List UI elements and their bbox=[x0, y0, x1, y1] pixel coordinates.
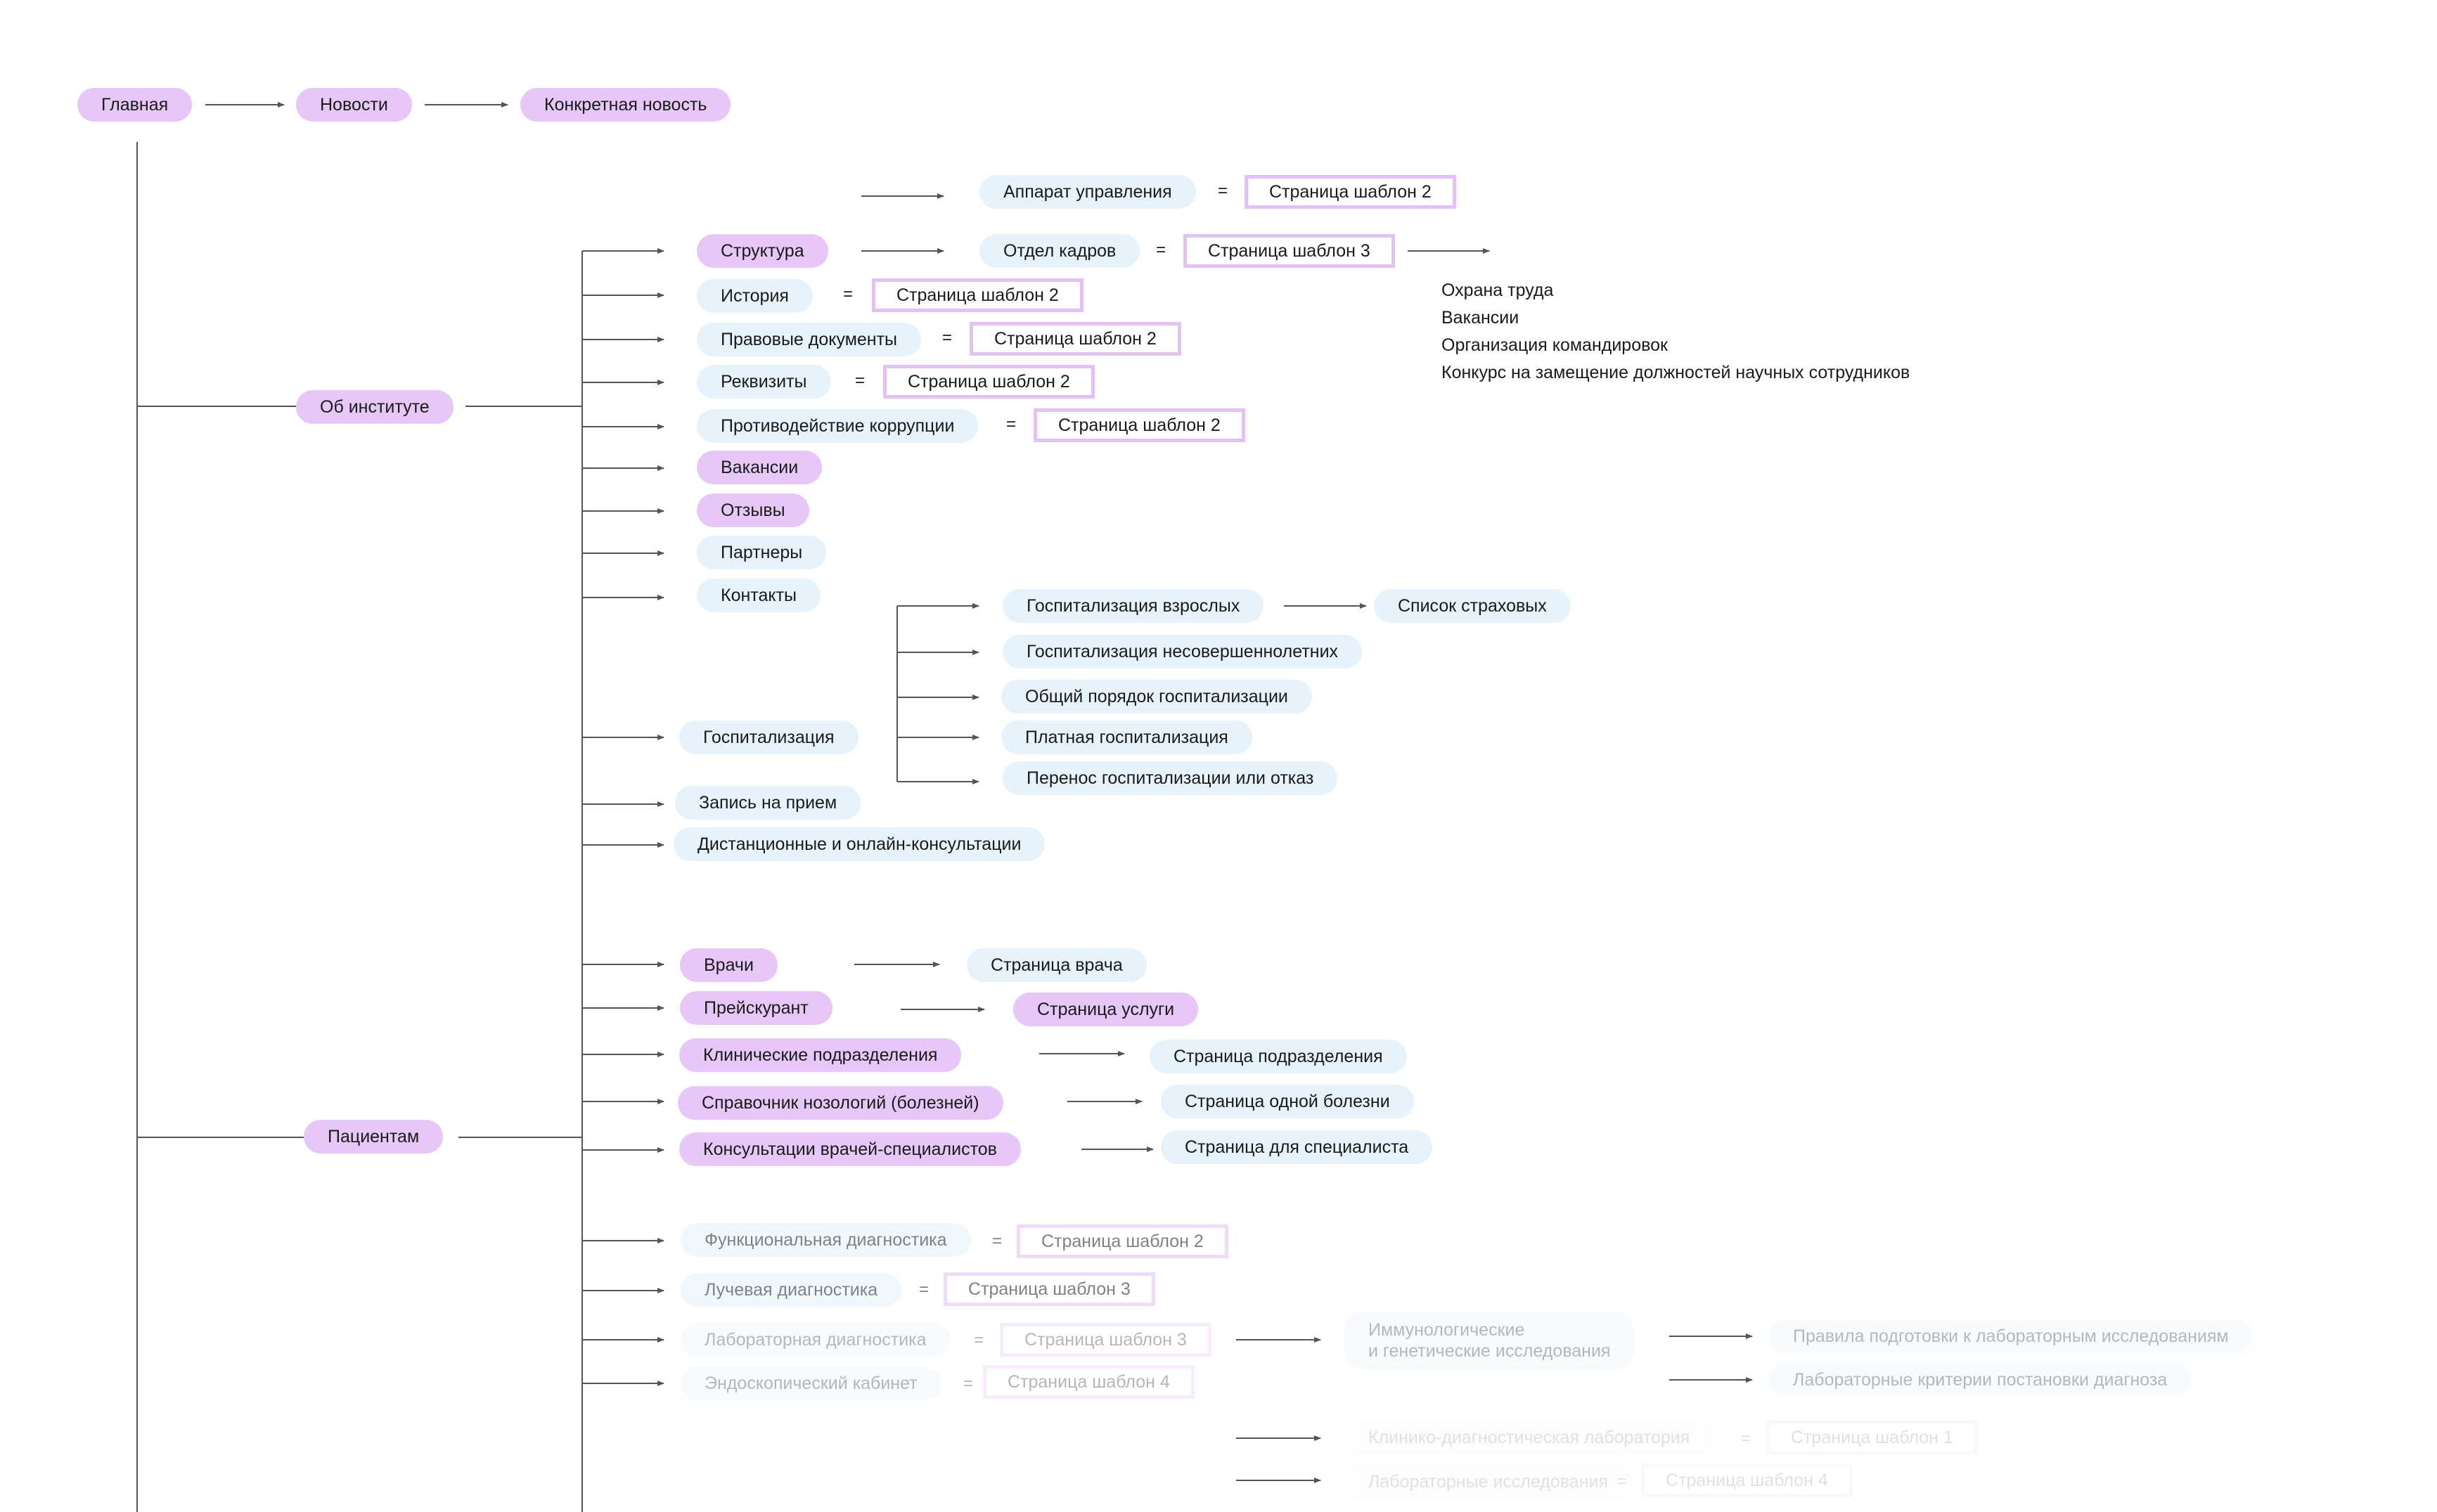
node-hosp-paid: Платная госпитализация bbox=[1001, 721, 1252, 754]
node-reviews: Отзывы bbox=[697, 493, 809, 527]
template-box: Страница шаблон 3 bbox=[1000, 1323, 1211, 1357]
template-box: Страница шаблон 2 bbox=[883, 365, 1095, 399]
node-insurers: Список страховых bbox=[1374, 589, 1571, 623]
node-news-item: Конкретная новость bbox=[520, 88, 731, 122]
node-hosp-minors: Госпитализация несовершеннолетних bbox=[1003, 635, 1363, 668]
equals-sign: = bbox=[1156, 240, 1166, 259]
hr-subitem: Вакансии bbox=[1441, 308, 1519, 328]
equals-sign: = bbox=[1218, 181, 1228, 200]
node-hosp-general: Общий порядок госпитализации bbox=[1001, 680, 1312, 713]
node-consultations: Консультации врачей-специалистов bbox=[679, 1132, 1021, 1166]
node-endoscopy: Эндоскопический кабинет bbox=[681, 1366, 941, 1400]
template-box: Страница шаблон 3 bbox=[1183, 234, 1395, 268]
hr-subitem: Конкурс на замещение должностей научных … bbox=[1441, 363, 1910, 382]
node-price: Прейскурант bbox=[680, 991, 832, 1025]
node-hosp-transfer: Перенос госпитализации или отказ bbox=[1003, 761, 1338, 795]
node-nosology: Справочник нозологий (болезней) bbox=[678, 1086, 1003, 1120]
equals-sign: = bbox=[843, 285, 854, 304]
template-box: Страница шаблон 2 bbox=[1017, 1225, 1228, 1258]
node-contacts: Контакты bbox=[697, 579, 821, 612]
node-service-page: Страница услуги bbox=[1013, 993, 1199, 1026]
template-box: Страница шаблон 4 bbox=[1641, 1463, 1853, 1497]
node-clinical-lab: Клинико-диагностическая лаборатория bbox=[1344, 1421, 1714, 1454]
equals-sign: = bbox=[963, 1374, 974, 1393]
node-lab-faded: Лабораторные исследования bbox=[1344, 1465, 1633, 1499]
node-lab-criteria: Лабораторные критерии постановки диагноз… bbox=[1769, 1363, 2192, 1397]
template-box: Страница шаблон 2 bbox=[872, 278, 1084, 312]
node-disease-page: Страница одной болезни bbox=[1161, 1085, 1414, 1118]
node-requisites: Реквизиты bbox=[697, 365, 831, 399]
equals-sign: = bbox=[1741, 1429, 1751, 1448]
node-history: История bbox=[697, 279, 813, 313]
template-box: Страница шаблон 2 bbox=[1245, 175, 1456, 209]
node-news: Новости bbox=[296, 88, 412, 122]
node-partners: Партнеры bbox=[697, 536, 827, 569]
node-lab-prep: Правила подготовки к лабораторным исслед… bbox=[1769, 1319, 2253, 1353]
node-vacancies: Вакансии bbox=[697, 451, 823, 484]
node-hosp-adults: Госпитализация взрослых bbox=[1003, 589, 1264, 623]
equals-sign: = bbox=[942, 328, 953, 347]
immuno-line: и генетические исследования bbox=[1368, 1341, 1611, 1361]
node-patients: Пациентам bbox=[304, 1120, 444, 1154]
equals-sign: = bbox=[992, 1232, 1003, 1251]
node-anticorruption: Противодействие коррупции bbox=[697, 409, 979, 443]
template-box: Страница шаблон 1 bbox=[1766, 1421, 1978, 1454]
equals-sign: = bbox=[855, 371, 866, 390]
template-box: Страница шаблон 2 bbox=[970, 322, 1181, 356]
node-radiation-diag: Лучевая диагностика bbox=[681, 1273, 902, 1307]
node-unit-page: Страница подразделения bbox=[1150, 1040, 1407, 1073]
node-structure: Структура bbox=[697, 234, 828, 268]
template-box: Страница шаблон 4 bbox=[983, 1365, 1195, 1399]
node-home: Главная bbox=[77, 88, 193, 122]
node-clinical-units: Клинические подразделения bbox=[679, 1038, 962, 1072]
hr-subitem: Организация командировок bbox=[1441, 335, 1668, 355]
node-remote: Дистанционные и онлайн-консультации bbox=[674, 827, 1046, 861]
node-appointment: Запись на прием bbox=[675, 786, 861, 820]
node-specialist-page: Страница для специалиста bbox=[1161, 1130, 1433, 1164]
node-management: Аппарат управления bbox=[979, 175, 1196, 209]
node-doctors: Врачи bbox=[680, 948, 778, 982]
immuno-line: Иммунологические bbox=[1368, 1320, 1525, 1340]
template-box: Страница шаблон 3 bbox=[944, 1272, 1155, 1306]
node-doctor-page: Страница врача bbox=[967, 948, 1147, 982]
node-lab-diag: Лабораторная диагностика bbox=[681, 1323, 951, 1357]
equals-sign: = bbox=[919, 1280, 930, 1299]
node-immuno: Иммунологические и генетические исследов… bbox=[1344, 1312, 1635, 1369]
node-functional-diag: Функциональная диагностика bbox=[681, 1223, 971, 1257]
hr-subitem: Охрана труда bbox=[1441, 280, 1554, 300]
node-hospitalization: Госпитализация bbox=[679, 721, 859, 754]
node-about: Об институте bbox=[296, 390, 454, 424]
node-hr: Отдел кадров bbox=[979, 234, 1140, 268]
template-box: Страница шаблон 2 bbox=[1034, 408, 1245, 442]
node-legal-docs: Правовые документы bbox=[697, 323, 922, 356]
equals-sign: = bbox=[1006, 415, 1017, 434]
equals-sign: = bbox=[974, 1331, 984, 1350]
equals-sign: = bbox=[1617, 1472, 1628, 1491]
